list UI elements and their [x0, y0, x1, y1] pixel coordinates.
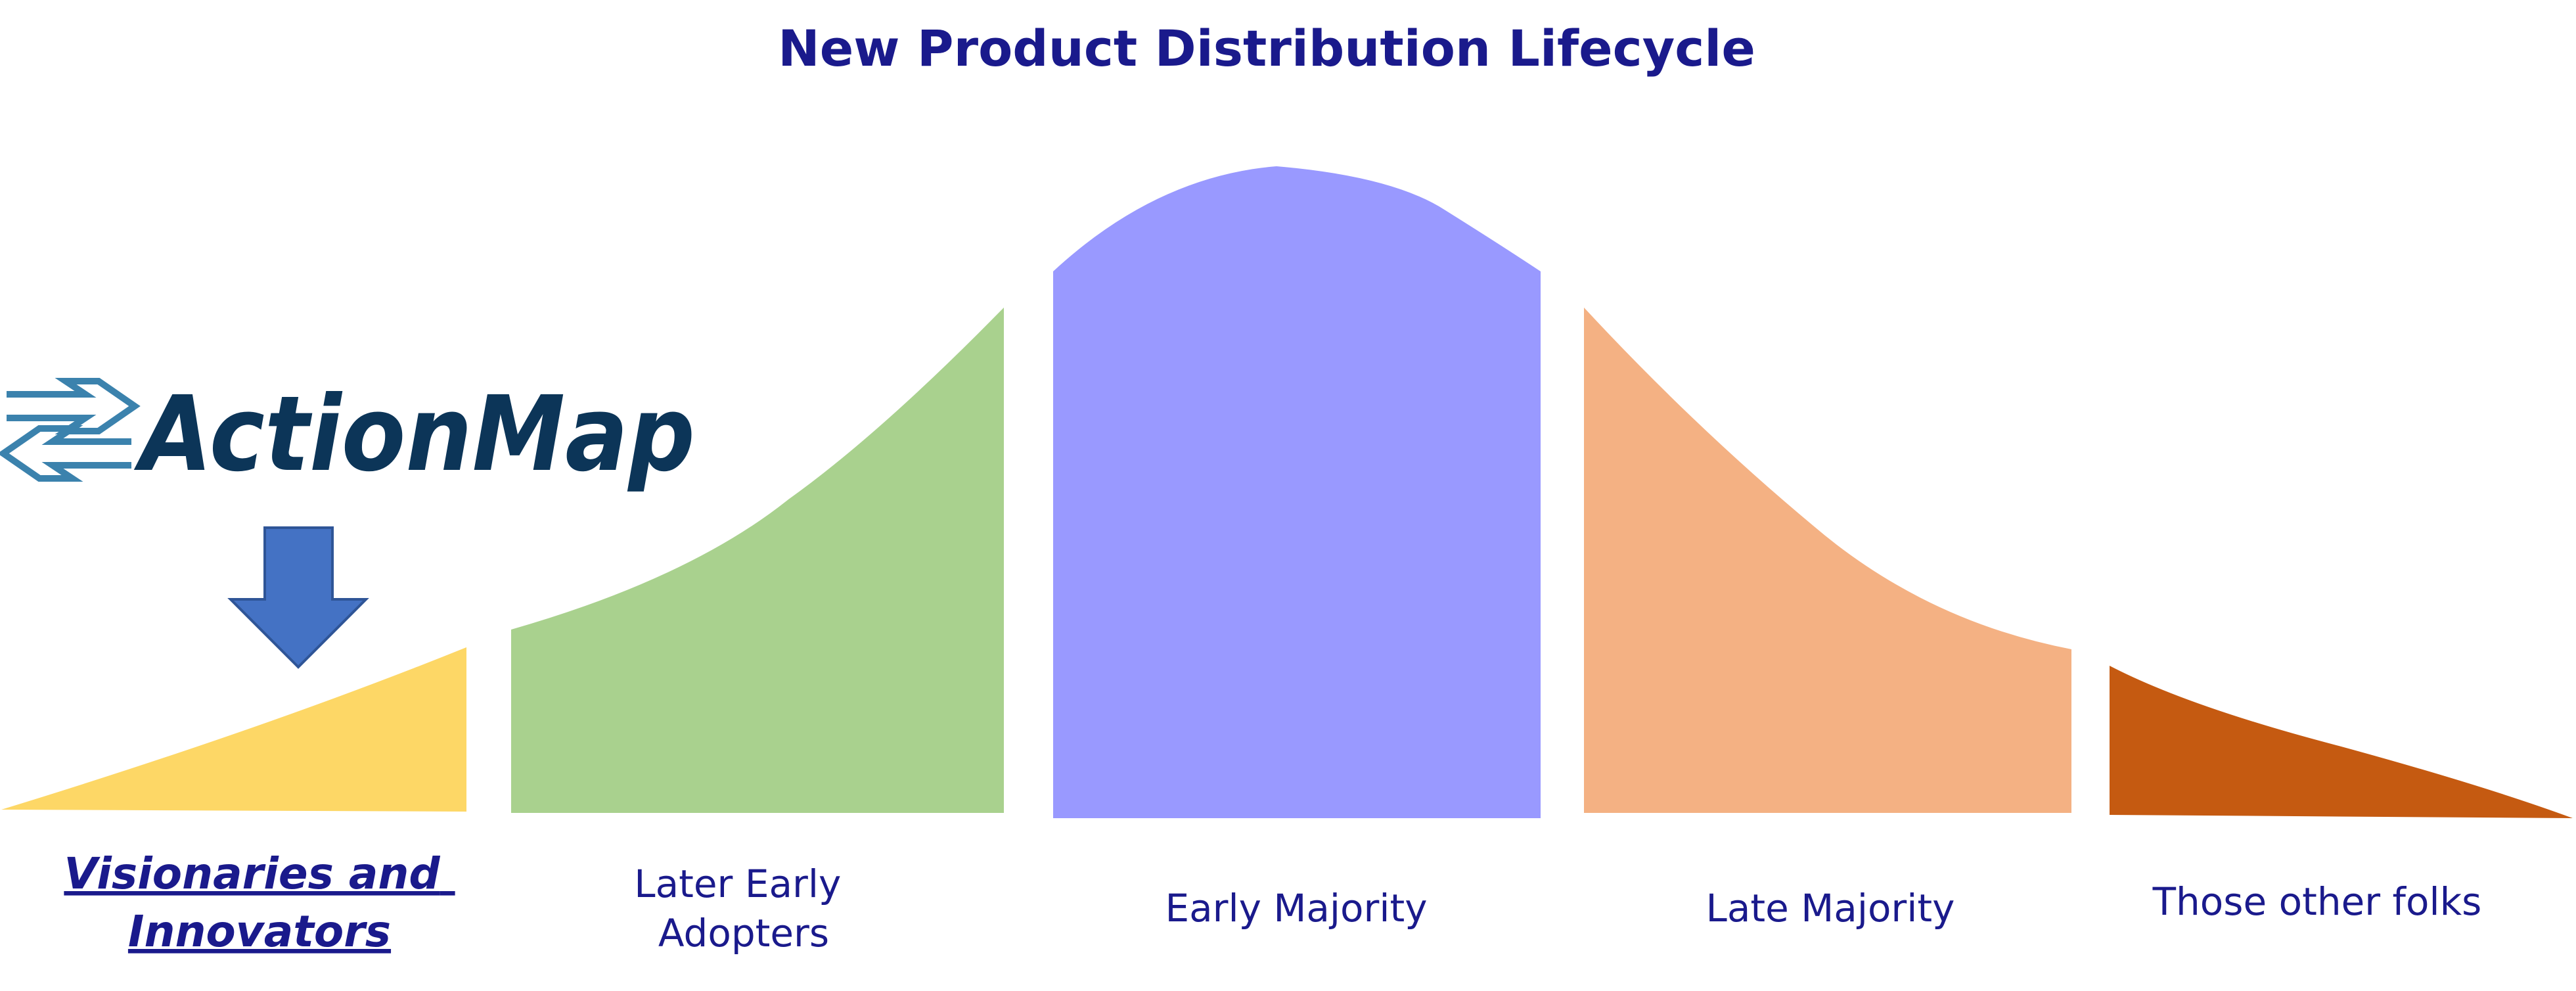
label-later-early-adopters: Later Early Adopters	[634, 862, 853, 956]
label-line: Those other folks	[2152, 879, 2482, 924]
actionmap-logo: ActionMap	[0, 374, 695, 495]
segment-early-majority	[1053, 166, 1541, 818]
double-arrow-exchange-icon	[0, 378, 141, 482]
segment-other-folks	[2110, 666, 2573, 818]
label-line: Visionaries and	[64, 848, 440, 899]
label-line: Innovators	[128, 906, 391, 957]
label-line: Late Majority	[1706, 886, 1955, 931]
label-line: Early Majority	[1165, 886, 1427, 931]
label-late-majority: Late Majority	[1706, 886, 1955, 931]
label-visionaries-innovators[interactable]: Visionaries and Innovators	[64, 848, 455, 957]
logo-wordmark: ActionMap	[133, 374, 695, 495]
label-line: Later Early	[634, 862, 841, 906]
down-arrow-icon	[227, 526, 369, 669]
label-line: Adopters	[658, 911, 829, 956]
segment-innovators	[1, 647, 466, 812]
segment-later-early-adopters	[511, 308, 1004, 813]
diagram-title: New Product Distribution Lifecycle	[778, 19, 1755, 78]
segment-late-majority	[1584, 308, 2071, 813]
label-early-majority: Early Majority	[1165, 886, 1427, 931]
label-those-other-folks: Those other folks	[2152, 879, 2482, 924]
